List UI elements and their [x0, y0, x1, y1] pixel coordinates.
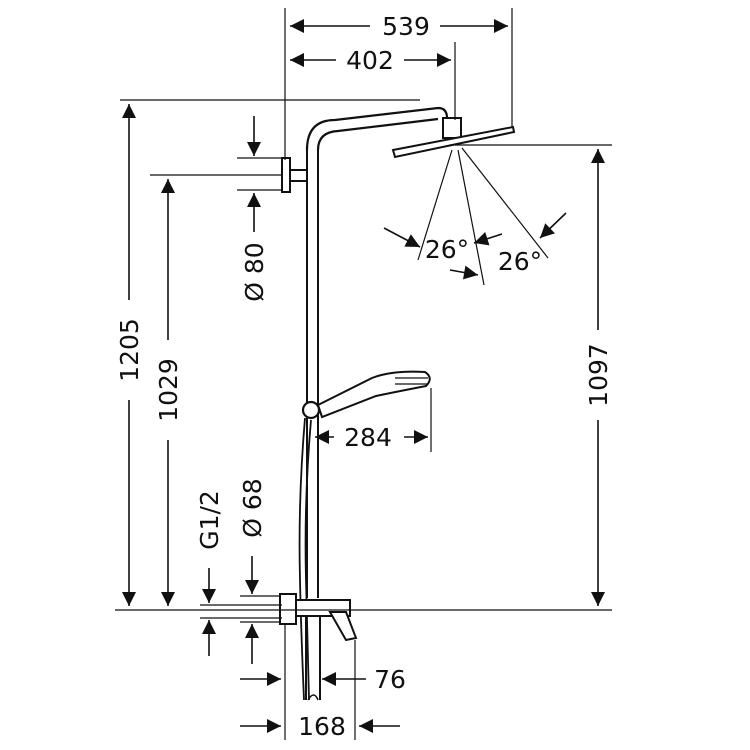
- label-holder-height: 1029: [154, 358, 183, 422]
- label-overall-width: 539: [382, 12, 430, 41]
- dimension-mixer-depth: 168: [240, 712, 400, 741]
- shower-hose: [298, 417, 306, 701]
- dimension-hand-shower-length: 284: [315, 388, 432, 452]
- dimension-holder-height: 1029: [154, 179, 183, 606]
- dimension-holder-diameter: Ø 80: [240, 116, 269, 302]
- label-head-height: 1097: [584, 343, 613, 407]
- shower-system-outline: [279, 106, 516, 701]
- label-hand-shower-length: 284: [344, 423, 392, 452]
- overhead-shower-plate: [391, 125, 516, 159]
- hand-shower: [316, 370, 431, 419]
- wall-holder-bracket: [281, 157, 308, 193]
- label-arm-width: 402: [346, 46, 394, 75]
- head-connector: [442, 117, 462, 139]
- dimension-thread: G1/2: [195, 490, 282, 656]
- dimension-overall-width: 539: [290, 12, 508, 41]
- dimension-spout-offset: 76: [240, 624, 406, 740]
- label-overall-height: 1205: [115, 318, 144, 382]
- dimension-arm-width: 402: [290, 46, 451, 75]
- hand-shower-holder: [301, 400, 321, 420]
- dimension-overall-height: 1205: [115, 104, 144, 606]
- thermostat-mixer: [279, 593, 358, 701]
- label-holder-diameter: Ø 80: [240, 242, 269, 301]
- dimension-head-height: 1097: [584, 149, 613, 606]
- label-spray-angle-right: 26°: [498, 247, 542, 276]
- overhead-arm: [305, 106, 449, 151]
- spray-angle-indicator: 26° 26°: [383, 147, 567, 286]
- riser-pipe: [306, 150, 319, 598]
- label-thread: G1/2: [195, 490, 224, 550]
- label-mixer-depth: 168: [298, 712, 346, 741]
- label-mixer-diameter: Ø 68: [238, 478, 267, 537]
- label-spout-offset: 76: [374, 665, 406, 694]
- label-spray-angle-left: 26°: [425, 235, 469, 264]
- dimension-mixer-diameter: Ø 68: [238, 478, 280, 664]
